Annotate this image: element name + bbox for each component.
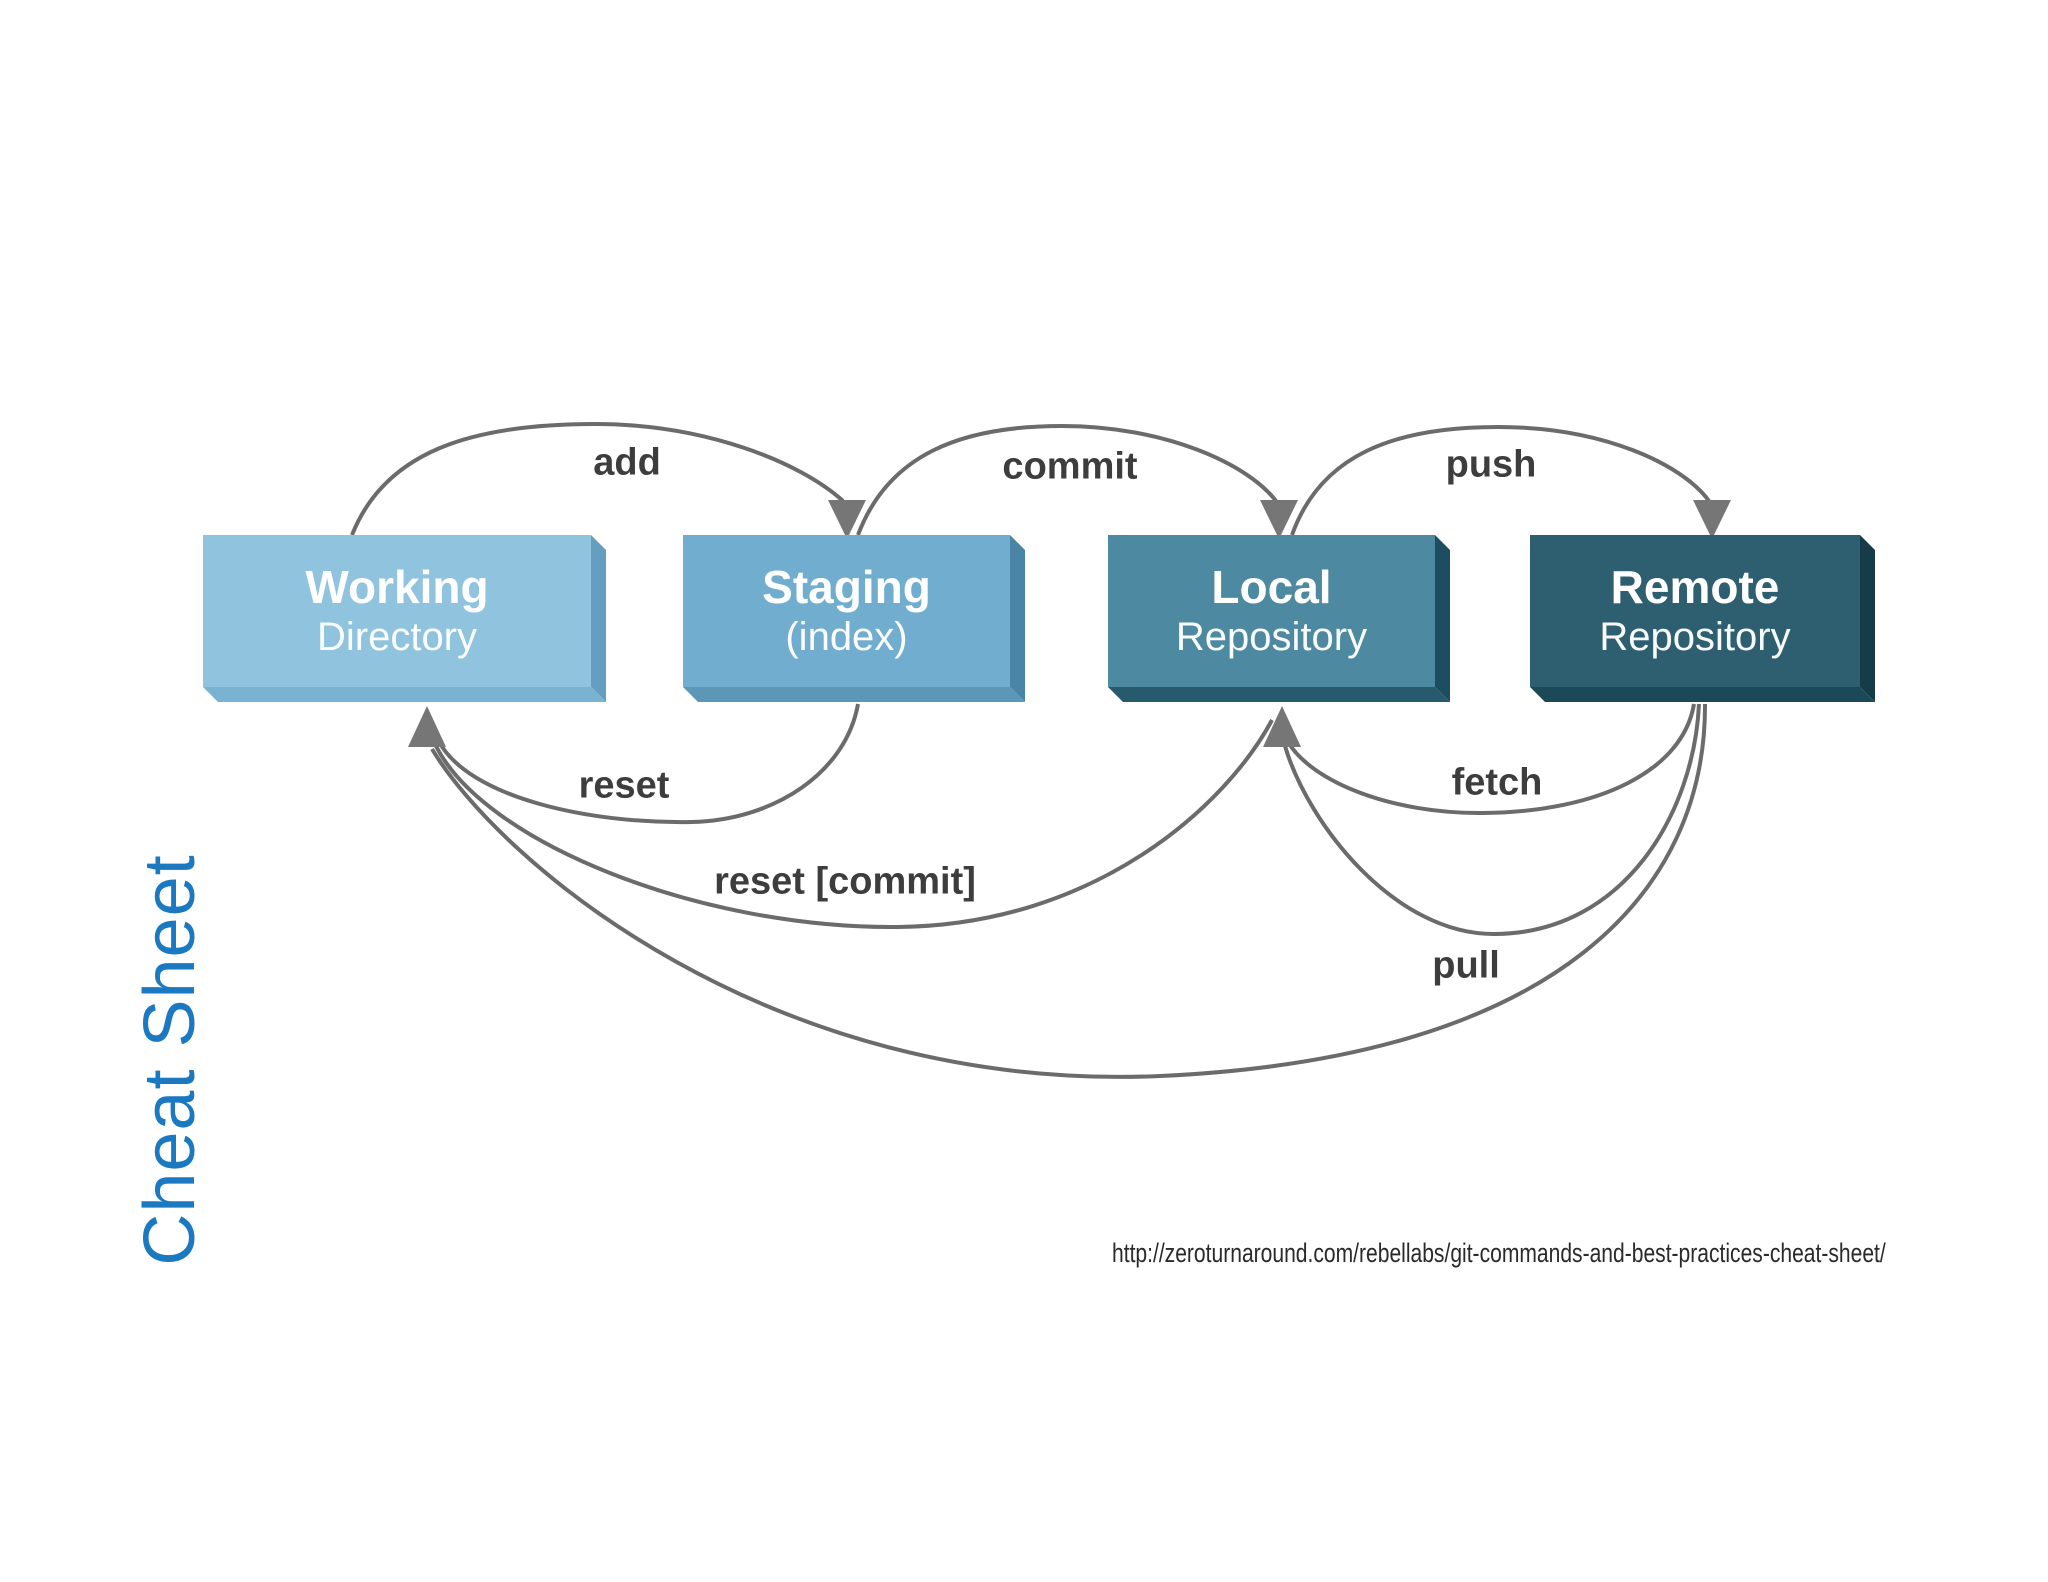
- arrowhead-add-icon: [828, 500, 866, 539]
- box-staging-face: [683, 535, 1010, 687]
- edge-pull-inner-curve: [1283, 703, 1701, 937]
- box-label-staging: Staging (index): [683, 535, 1010, 687]
- box-remote-repository-side: [1860, 535, 1875, 702]
- box-local-repository-side: [1435, 535, 1450, 702]
- edge-pull-outer-curve: [430, 703, 1708, 1079]
- box-title-remote: Remote: [1610, 560, 1780, 613]
- box-label-working-directory: Working Directory: [203, 535, 591, 687]
- edge-curves: [350, 421, 1711, 1079]
- box-local-repository: [1108, 535, 1450, 702]
- box-subtitle-repository-local: Repository: [1175, 615, 1368, 660]
- box-title-local: Local: [1211, 560, 1332, 613]
- arrowheads: [408, 500, 1731, 747]
- arrowhead-commit-icon: [1260, 500, 1298, 539]
- box-subtitle-repository-remote: Repository: [1599, 615, 1791, 660]
- box-staging: [683, 535, 1025, 702]
- source-url-text: http://zeroturnaround.com/rebellabs/git-…: [1112, 1238, 1886, 1268]
- box-local-repository-bottom: [1108, 687, 1450, 702]
- box-working-directory-side: [591, 535, 606, 702]
- edge-label-commit: commit: [1002, 445, 1138, 488]
- edge-reset-commit-curve: [433, 719, 1274, 930]
- box-label-remote-repository: Remote Repository: [1530, 535, 1860, 687]
- box-title-staging: Staging: [762, 560, 931, 613]
- box-working-directory: [203, 535, 606, 702]
- box-subtitle-directory: Directory: [316, 615, 478, 660]
- box-title-working: Working: [305, 560, 489, 613]
- box-remote-repository-face: [1530, 535, 1860, 687]
- box-working-directory-face: [203, 535, 591, 687]
- edge-label-fetch: fetch: [1451, 761, 1543, 804]
- box-subtitle-index: (index): [785, 615, 908, 660]
- edge-label-reset: reset: [578, 764, 670, 807]
- arrowhead-working-directory-icon: [408, 706, 446, 747]
- edge-label-push: push: [1445, 443, 1537, 486]
- edge-label-reset-commit: reset [commit]: [714, 860, 976, 903]
- box-local-repository-face: [1108, 535, 1435, 687]
- edge-label-add: add: [593, 441, 661, 484]
- edge-label-pull: pull: [1432, 944, 1500, 987]
- edge-commit-curve: [856, 423, 1278, 536]
- arrowhead-local-repository-icon: [1263, 706, 1301, 747]
- edge-push-curve: [1290, 424, 1711, 536]
- box-label-local-repository: Local Repository: [1108, 535, 1435, 687]
- box-remote-repository-bottom: [1530, 687, 1875, 702]
- arrowhead-push-icon: [1693, 500, 1731, 539]
- page-title-cheat-sheet: Cheat Sheet: [130, 854, 210, 1266]
- edge-fetch-curve: [1286, 703, 1696, 816]
- box-working-directory-bottom: [203, 687, 606, 702]
- box-staging-side: [1010, 535, 1025, 702]
- box-staging-bottom: [683, 687, 1025, 702]
- edge-add-curve: [350, 421, 845, 536]
- box-remote-repository: [1530, 535, 1875, 702]
- edge-reset-curve: [436, 703, 860, 825]
